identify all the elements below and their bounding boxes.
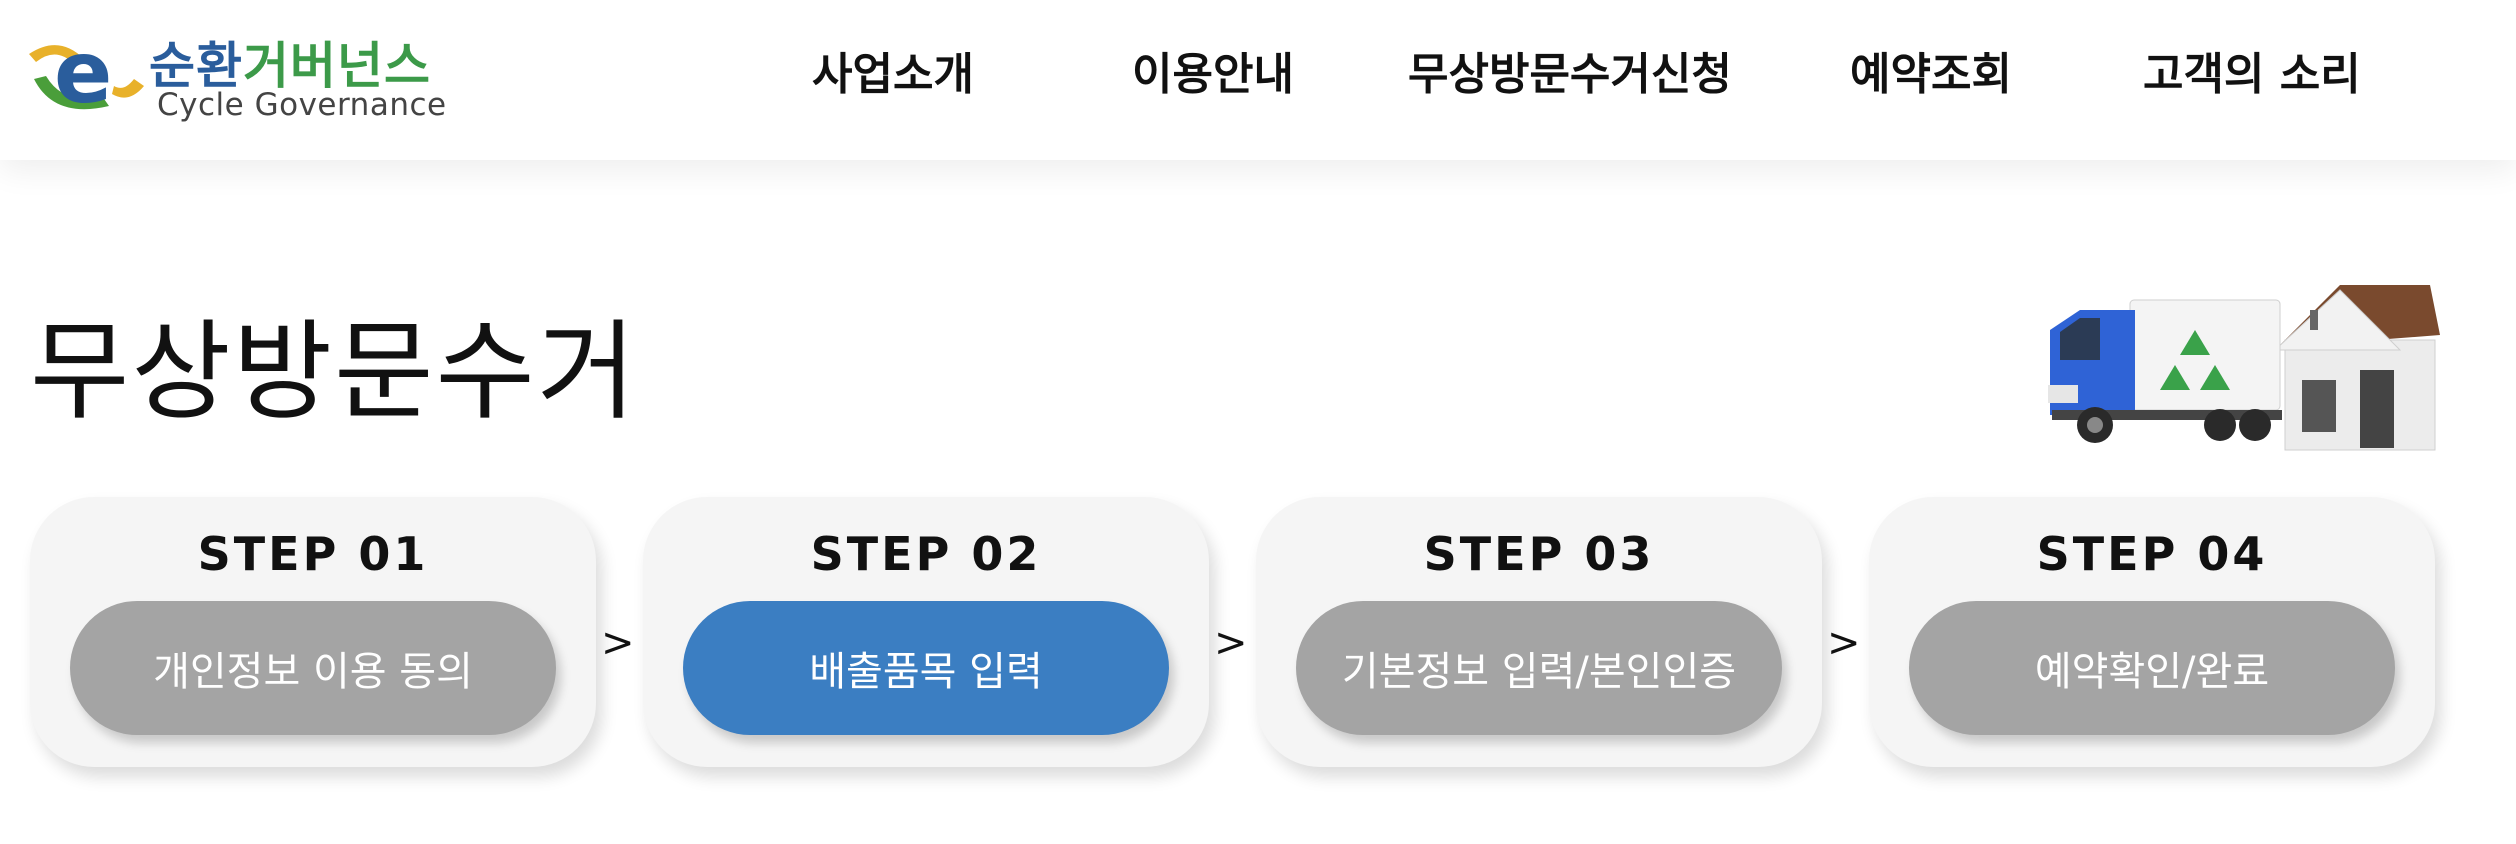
step-number: STEP 02 <box>810 527 1042 581</box>
brand-name: 순환거버넌스 <box>149 26 431 98</box>
step-2-button[interactable]: 배출품목 입력 <box>683 601 1169 735</box>
step-1-button[interactable]: 개인정보 이용 동의 <box>70 601 556 735</box>
step-number: STEP 04 <box>2036 527 2268 581</box>
step-4-button[interactable]: 예약확인/완료 <box>1909 601 2395 735</box>
nav-item-pickup-request[interactable]: 무상방문수거신청 <box>1408 49 1732 100</box>
chevron-right-icon: > <box>601 620 635 666</box>
step-card-1: STEP 01 개인정보 이용 동의 <box>30 497 596 767</box>
chevron-right-icon: > <box>1827 620 1861 666</box>
nav-item-customer-voice[interactable]: 고객의 소리 <box>2143 49 2361 100</box>
main-nav: 사업소개 이용안내 무상방문수거신청 예약조회 고객의 소리 <box>0 38 2516 100</box>
nav-item-guide[interactable]: 이용안내 <box>1132 49 1294 100</box>
page-title: 무상방문수거 <box>30 310 639 435</box>
step-number: STEP 01 <box>197 527 429 581</box>
step-card-3: STEP 03 기본정보 입력/본인인증 <box>1256 497 1822 767</box>
step-number: STEP 03 <box>1423 527 1655 581</box>
step-card-4: STEP 04 예약확인/완료 <box>1869 497 2435 767</box>
brand-name-part1: 순환 <box>149 37 243 95</box>
step-3-button[interactable]: 기본정보 입력/본인인증 <box>1296 601 1782 735</box>
logo[interactable]: e 순환거버넌스 Cycle Governance <box>24 24 447 124</box>
brand-name-en: Cycle Governance <box>157 87 447 123</box>
nav-item-reservation-lookup[interactable]: 예약조회 <box>1850 49 2012 100</box>
brand-name-part2: 거버넌스 <box>243 37 431 95</box>
chevron-right-icon: > <box>1214 620 1248 666</box>
truck-house-illustration <box>2048 285 2440 451</box>
e-logo-icon: e <box>29 24 144 123</box>
nav-item-about[interactable]: 사업소개 <box>812 49 974 100</box>
svg-text:e: e <box>54 24 112 123</box>
site-header: e 순환거버넌스 Cycle Governance 사업소개 이용안내 무상방문… <box>0 0 2516 160</box>
step-card-2: STEP 02 배출품목 입력 <box>643 497 1209 767</box>
